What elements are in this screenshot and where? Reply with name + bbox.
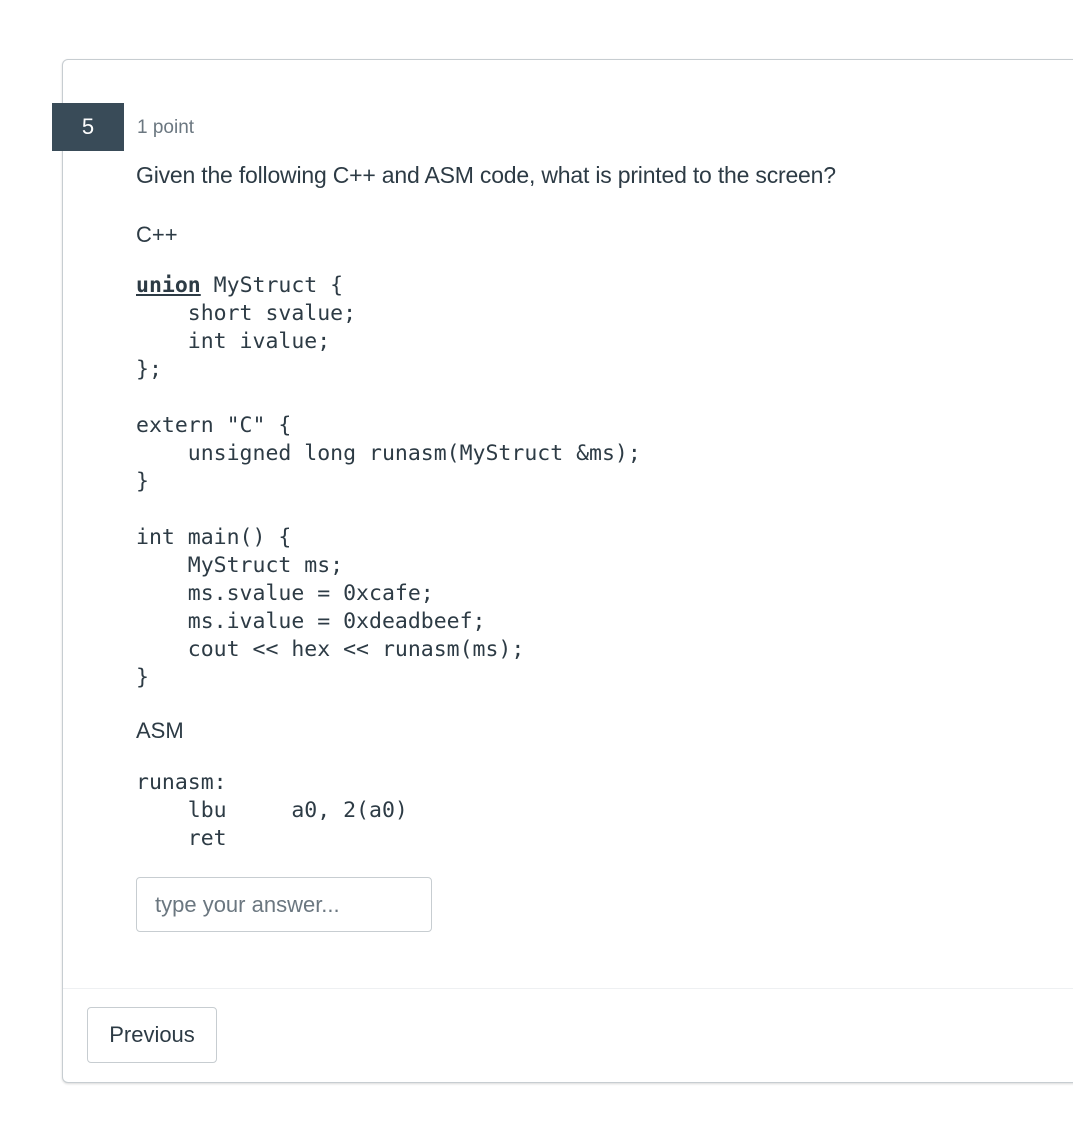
cpp-extern-code: extern "C" { unsigned long runasm(MyStru…: [136, 413, 641, 494]
previous-button[interactable]: Previous: [87, 1007, 217, 1063]
union-body: MyStruct { short svalue; int ivalue; };: [136, 273, 357, 382]
question-points: 1 point: [137, 117, 195, 138]
cpp-label: C++: [136, 222, 178, 247]
footer-divider: [63, 988, 1073, 989]
asm-code: runasm: lbu a0, 2(a0) ret: [136, 770, 408, 851]
answer-input[interactable]: [136, 877, 432, 932]
asm-label: ASM: [136, 718, 184, 743]
question-prompt: Given the following C++ and ASM code, wh…: [136, 162, 836, 188]
cpp-main-code: int main() { MyStruct ms; ms.svalue = 0x…: [136, 525, 525, 690]
question-number-badge: 5: [52, 103, 124, 151]
cpp-union-code: union MyStruct { short svalue; int ivalu…: [136, 272, 356, 384]
union-keyword: union: [136, 273, 201, 298]
